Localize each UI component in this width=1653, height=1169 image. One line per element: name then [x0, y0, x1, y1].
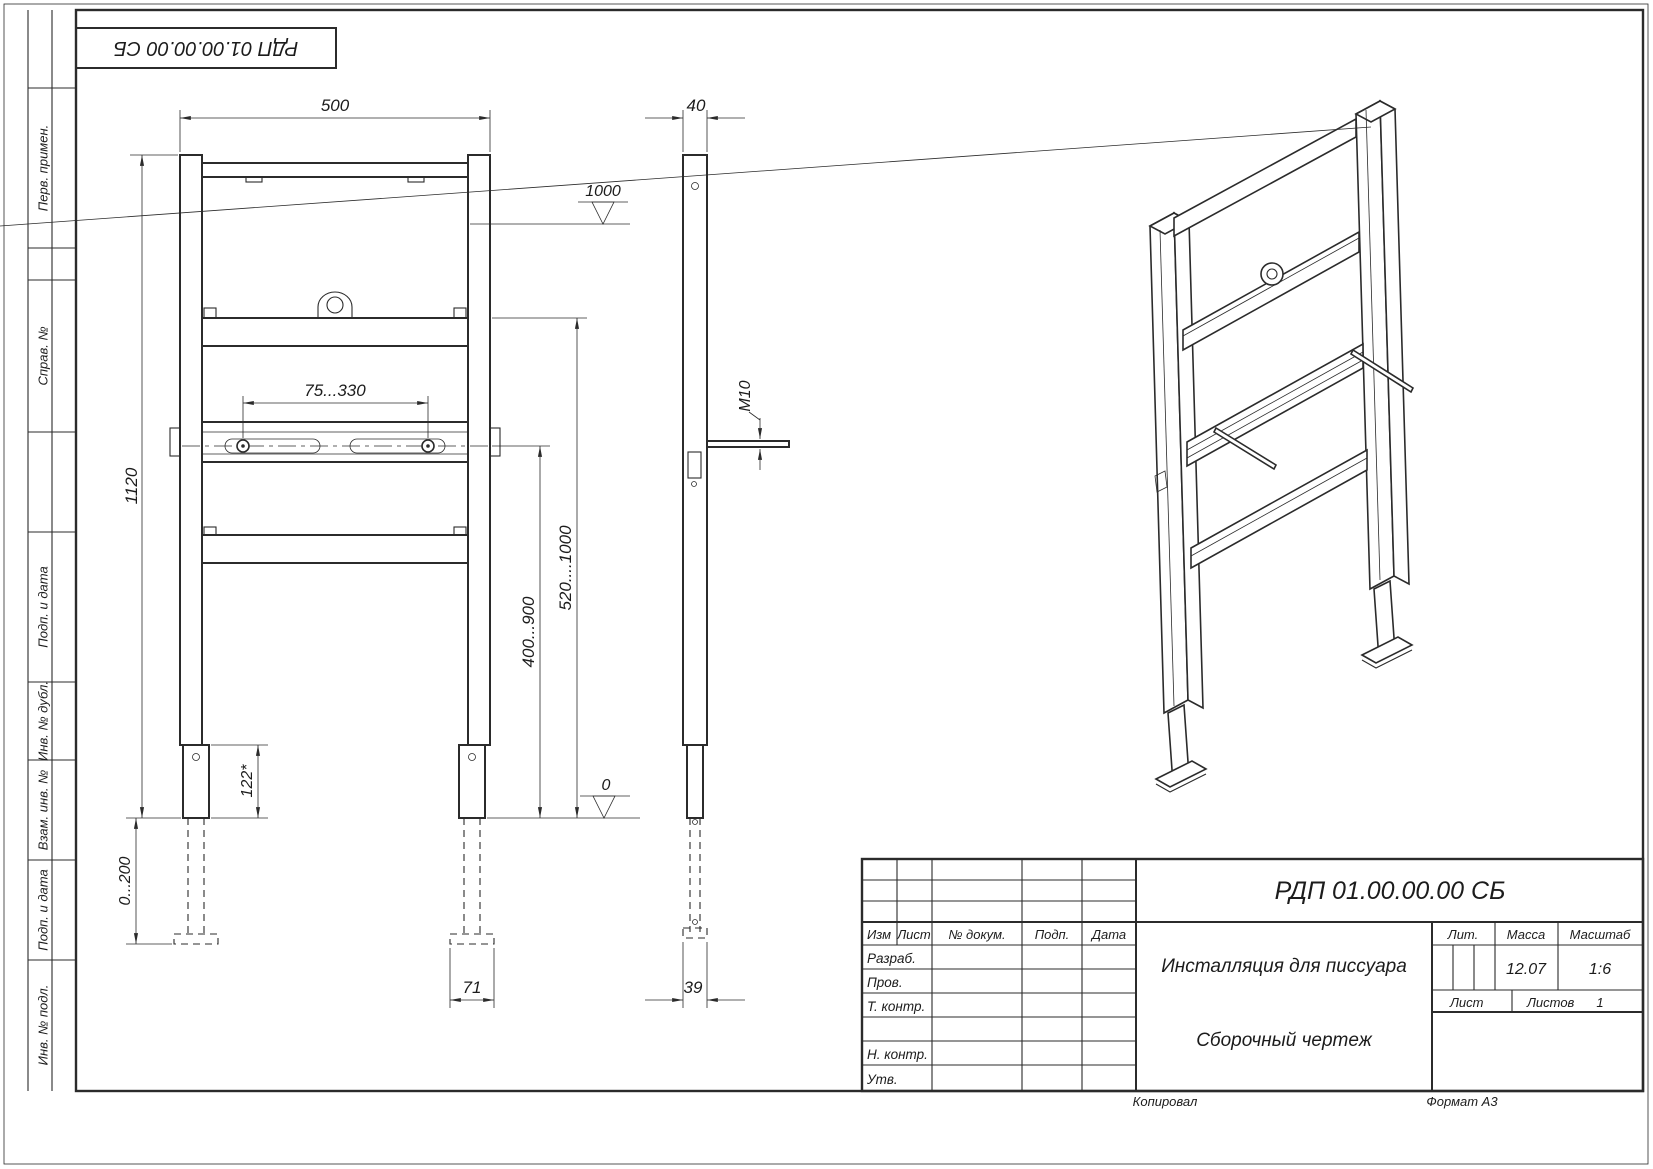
tb-scale-value: 1:6 [1589, 961, 1611, 978]
thread-label-m10: М10 [737, 380, 754, 411]
tb-col-list: Лист [896, 927, 931, 942]
top-stamp-text: РДП 01.00.00.00 СБ [114, 37, 299, 59]
dim-depth-40: 40 [687, 96, 706, 115]
format-label: Формат А3 [1426, 1094, 1498, 1109]
dim-height-1120: 1120 [122, 467, 141, 504]
lifting-lug [317, 291, 353, 318]
dim-rail-75-330: 75...330 [304, 381, 366, 400]
tb-row-nkontr: Н. контр. [867, 1047, 928, 1062]
side-view-geometry [682, 154, 790, 939]
dim-leg-0-200: 0...200 [117, 856, 134, 905]
margin-label-podp-data-1: Подп. и дата [36, 566, 51, 647]
tb-row-utv: Утв. [866, 1072, 898, 1087]
tb-masshtab-label: Масштаб [1570, 927, 1631, 942]
margin-column: Перв. примен. Справ. № Подп. и дата Инв.… [27, 10, 76, 1091]
dim-400-900: 400...900 [519, 596, 538, 667]
margin-label-perv-primen: Перв. примен. [36, 125, 51, 211]
level-mark-0: 0 [602, 777, 611, 794]
front-view: 500 1120 122* 0...200 75...330 400... [117, 96, 640, 1008]
tb-col-izm: Изм [867, 927, 891, 942]
tb-massa-value: 12.07 [1506, 961, 1547, 978]
sheet-frame [3, 3, 1649, 1165]
margin-label-inv-dubl: Инв. № дубл. [36, 681, 51, 761]
tb-col-podp: Подп. [1035, 927, 1070, 942]
side-view: 40 М10 39 [645, 96, 790, 1008]
dim-foot-39: 39 [684, 978, 703, 997]
tb-col-data: Дата [1090, 927, 1126, 942]
title-block: Изм Лист № докум. Подп. Дата Разраб. Про… [860, 857, 1645, 1093]
tb-massa-label: Масса [1507, 927, 1545, 942]
dim-width-500: 500 [321, 96, 350, 115]
margin-label-inv-podl: Инв. № подл. [36, 985, 51, 1066]
front-view-geometry [169, 154, 501, 945]
tb-row-prov: Пров. [867, 975, 903, 990]
level-mark-1000: 1000 [585, 183, 621, 200]
dim-leg-122: 122* [239, 764, 256, 798]
tb-list-label: Лист [1449, 995, 1484, 1010]
isometric-view [0, 99, 1415, 793]
tb-row-tkontr: Т. контр. [867, 999, 925, 1014]
tb-doc-number: РДП 01.00.00.00 СБ [1275, 877, 1506, 905]
tb-title-line2: Сборочный чертеж [1196, 1030, 1373, 1051]
copied-label: Копировал [1133, 1094, 1198, 1109]
front-view-dimensions: 500 1120 122* 0...200 75...330 400... [117, 96, 640, 1008]
margin-label-sprav-no: Справ. № [36, 326, 51, 385]
dim-520-1000: 520....1000 [556, 525, 575, 611]
tb-listov-label: Листов [1526, 995, 1575, 1010]
margin-label-vzam-inv: Взам. инв. № [36, 770, 51, 850]
tb-title-line1: Инсталляция для писсуара [1161, 956, 1407, 977]
side-view-dimensions: 40 М10 39 [645, 96, 763, 1008]
tb-row-razrab: Разраб. [867, 951, 916, 966]
margin-label-podp-data-2: Подп. и дата [36, 869, 51, 950]
top-stamp: РДП 01.00.00.00 СБ [75, 27, 337, 69]
dim-foot-71: 71 [463, 978, 482, 997]
tb-lit-label: Лит. [1447, 927, 1478, 942]
tb-listov-value: 1 [1596, 995, 1603, 1010]
tb-col-ndoc: № докум. [948, 927, 1005, 942]
bottom-margin-labels: Копировал Формат А3 [1133, 1094, 1499, 1109]
